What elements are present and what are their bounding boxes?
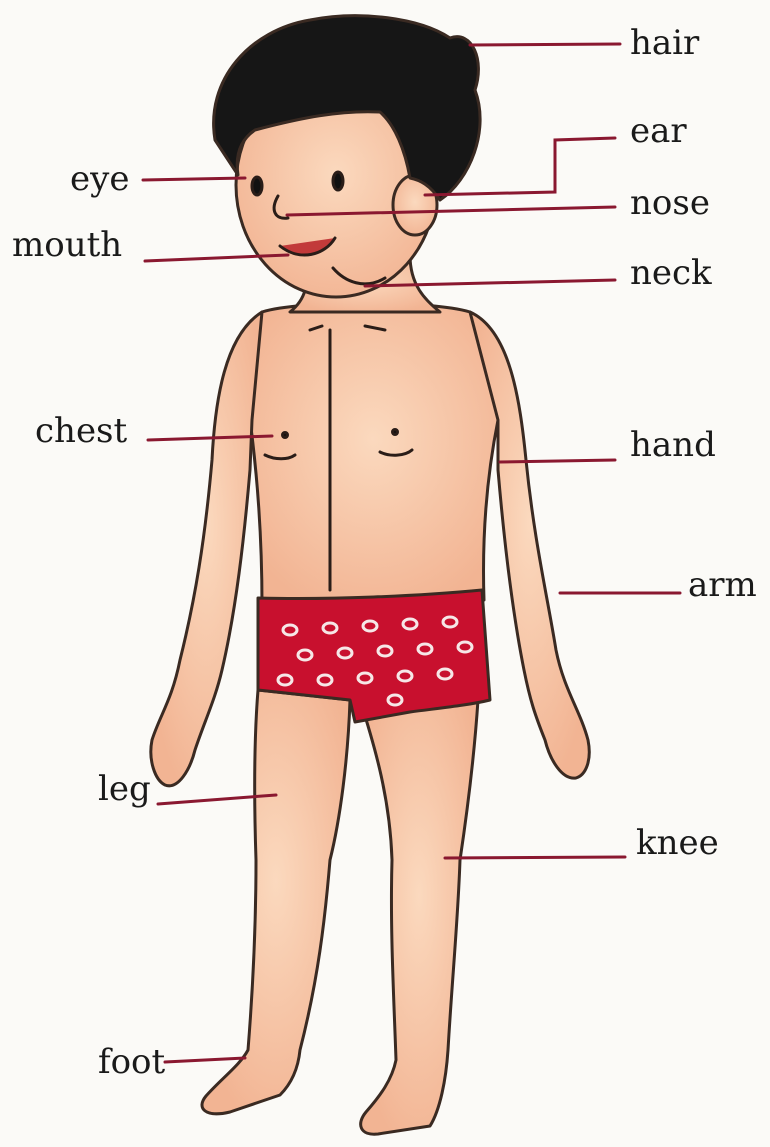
label-eye: eye bbox=[70, 162, 129, 196]
pointer-hair bbox=[470, 44, 620, 45]
label-hair: hair bbox=[630, 26, 699, 60]
label-nose: nose bbox=[630, 186, 710, 220]
pointer-knee bbox=[445, 857, 625, 858]
label-chest: chest bbox=[35, 414, 127, 448]
label-foot: foot bbox=[98, 1045, 165, 1079]
pointer-eye bbox=[143, 178, 245, 180]
left-arm bbox=[151, 312, 262, 786]
left-leg bbox=[202, 690, 350, 1114]
pointer-hand bbox=[500, 460, 615, 462]
boy-illustration bbox=[151, 16, 589, 1135]
label-ear: ear bbox=[630, 114, 687, 148]
label-mouth: mouth bbox=[12, 228, 122, 262]
label-hand: hand bbox=[630, 428, 716, 462]
right-leg bbox=[360, 700, 478, 1134]
label-leg: leg bbox=[98, 772, 151, 806]
right-arm bbox=[470, 312, 589, 778]
label-knee: knee bbox=[636, 826, 719, 860]
label-neck: neck bbox=[630, 256, 712, 290]
label-arm: arm bbox=[688, 568, 757, 602]
pointer-foot bbox=[165, 1058, 245, 1062]
torso bbox=[245, 303, 501, 605]
